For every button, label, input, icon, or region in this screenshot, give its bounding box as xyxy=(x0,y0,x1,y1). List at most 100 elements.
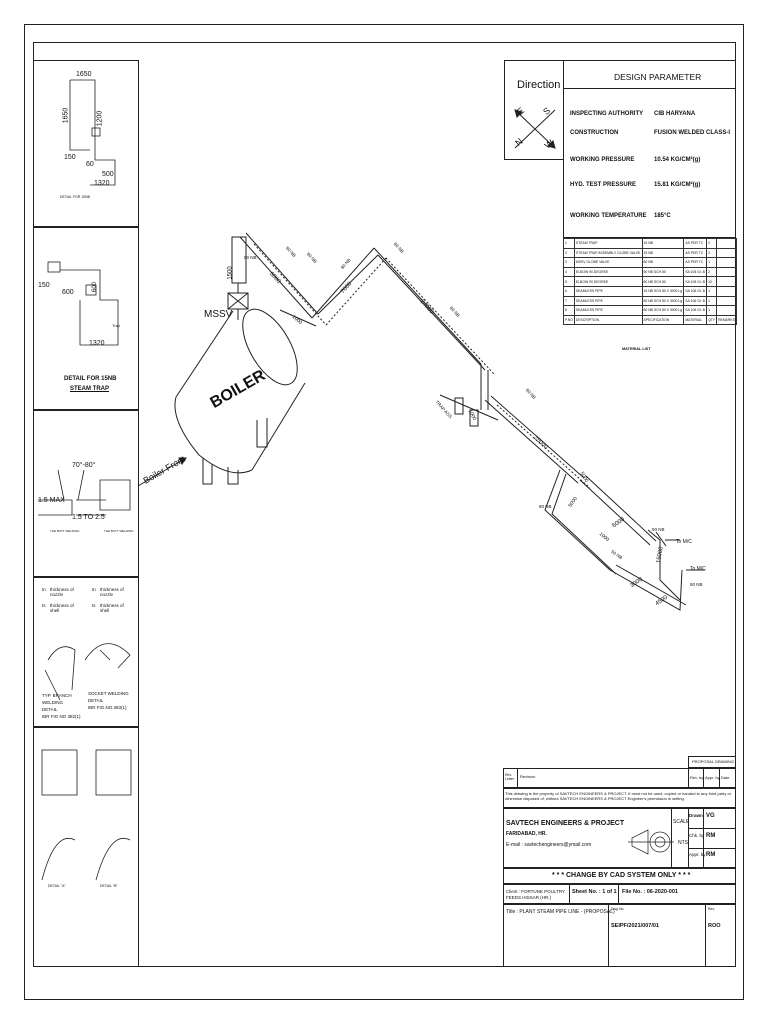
boiler-leg-2 xyxy=(227,467,239,485)
dp-label-5: WORKING TEMPERATURE xyxy=(570,213,647,219)
boiler-shell-lines xyxy=(175,310,306,471)
proposal-label: PROPOSAL DRAWING xyxy=(692,759,735,764)
cad-note-box xyxy=(503,868,736,884)
d2-trap: Trap xyxy=(112,323,121,328)
d3-gap: 1.5 TO 2.5 xyxy=(72,514,105,521)
d1-caption: DETAIL FOR 15NB xyxy=(60,195,90,199)
detail5-curves xyxy=(41,838,131,881)
d1-dim-3: 1200 xyxy=(96,110,104,127)
notice-text: This drawing is the property of SAVTECH … xyxy=(505,791,732,802)
dim-leader-2 xyxy=(325,257,387,326)
detail-box-4 xyxy=(33,577,139,727)
nb-8: 80 NB xyxy=(539,504,552,509)
material-list-title: MATERIAL LIST xyxy=(622,347,651,351)
detail4-left-sketch xyxy=(44,646,76,701)
detail3-sketch xyxy=(38,499,106,516)
rev-divider-1 xyxy=(517,768,518,788)
d4-tn-text2: thickness of nozzle xyxy=(100,587,124,597)
rev-by-label: Rev. by xyxy=(690,775,704,780)
to-mc-label-1: To M/C xyxy=(676,539,692,545)
sheet-text: Sheet No. : 1 of 1 xyxy=(572,889,617,895)
detail-box-2 xyxy=(33,227,139,410)
revision-label: Revision xyxy=(520,774,536,779)
company-divider-3 xyxy=(688,808,689,868)
dp-label-2: CONSTRUCTION xyxy=(570,130,619,136)
pipe-seg-8 xyxy=(647,529,681,601)
nb-10: 50 NB xyxy=(690,582,703,587)
d2-caption-1: DETAIL FOR 15NB xyxy=(64,376,117,382)
d3-note-left: THE BUTT WELDING xyxy=(50,529,80,533)
pipe-seg-6 xyxy=(544,469,617,575)
rev-divider-2 xyxy=(688,768,689,788)
chk-value: RM xyxy=(706,833,716,839)
pipe-seg-2 xyxy=(279,309,317,327)
dp-value-2: FUSION WELDED CLASS-I xyxy=(654,130,730,136)
appr-label: Appr. by xyxy=(689,852,706,857)
dp-value-5: 185°C xyxy=(654,213,671,219)
appr-by-header: Appr. by xyxy=(705,775,720,780)
rev-letter: Rev. Letter xyxy=(505,773,514,781)
drawn-label: Drawn xyxy=(689,813,703,818)
to-mc-label-2: To M/C xyxy=(690,566,706,572)
boiler-front-arrow xyxy=(137,457,187,487)
title-divider-1 xyxy=(608,904,609,967)
d4-ts-text1: thickness of shell xyxy=(50,603,74,613)
appr-value: RM xyxy=(706,852,716,858)
boiler-front-curve xyxy=(174,396,253,474)
company-name: SAVTECH ENGINEERS & PROJECT xyxy=(506,820,625,827)
pipe-seg-1 xyxy=(239,236,313,319)
d2-dim-1: 150 xyxy=(38,282,50,289)
file-text: File No. : 06-2020-001 xyxy=(622,889,678,895)
outer-border xyxy=(24,24,744,1000)
drawn-value: VG xyxy=(706,813,715,819)
rev-divider-3 xyxy=(703,768,704,788)
boiler-end-cap xyxy=(242,308,298,386)
rev-divider-4 xyxy=(719,768,720,788)
riser-pipe xyxy=(231,236,247,284)
client-divider-2 xyxy=(618,884,619,904)
compass-arrowhead-1 xyxy=(514,109,523,118)
detail4-right-sketch xyxy=(84,643,131,669)
detail2-sketch xyxy=(60,269,119,346)
client-text: Client : FORTUNE POULTRY FEEDS HISSAR (H… xyxy=(506,889,565,900)
dp-label-4: HYD. TEST PRESSURE xyxy=(570,182,637,188)
mssv-label: MSSV xyxy=(204,309,233,320)
d4-left-cap-4: IBR FIG NO 382(1) xyxy=(42,714,81,719)
title-text: Title : PLANT STEAM PIPE LINE - (PROPOSA… xyxy=(506,909,615,915)
d5-cap-right: DETAIL "B" xyxy=(100,884,118,888)
rev-label: Rev. xyxy=(708,907,715,911)
dp-label-1: INSPECTING AUTHORITY xyxy=(570,111,644,117)
d4-left-cap-2: WELDING xyxy=(42,700,64,705)
company-email: E-mail : savtechengineers@ymail.com xyxy=(506,842,592,848)
boiler-leg-1 xyxy=(202,458,213,485)
scale-label: SCALE xyxy=(673,819,690,825)
nb-9: 50 NB xyxy=(652,527,665,532)
company-divider-2 xyxy=(703,808,704,868)
pipe-seg-5 xyxy=(484,399,579,484)
dim-leader-3 xyxy=(385,257,495,375)
company-divider-1 xyxy=(671,808,672,868)
client-box xyxy=(503,884,736,904)
material-header-cell: QTY xyxy=(706,314,718,326)
proposal-box xyxy=(688,756,736,768)
dwg-no-value: SEIPF/2021/007/01 xyxy=(611,923,660,929)
d4-right-cap-1: SOCKET WELDING xyxy=(88,691,129,696)
company-h1 xyxy=(688,828,736,829)
d2-caption-2: STEAM TRAP xyxy=(70,386,109,392)
d3-angle: 70°-80° xyxy=(72,462,96,469)
pipe-seg-3 xyxy=(311,247,375,319)
trap-1 xyxy=(454,397,464,415)
dim-leader-4 xyxy=(496,404,591,489)
detail-box-3 xyxy=(33,410,139,577)
title-box xyxy=(503,904,736,967)
design-parameter-title: DESIGN PARAMETER xyxy=(614,72,702,82)
dim-1500: 1500 xyxy=(227,266,234,280)
detail1-sketch xyxy=(69,79,116,186)
d3-note-right: THE BUTT WELDING xyxy=(104,529,134,533)
d4-tn2: tn xyxy=(92,587,96,592)
nb-1: 80 NB xyxy=(244,255,257,260)
d2-dim-4: 600 xyxy=(92,281,99,293)
dp-value-4: 15.81 KG/CM²(g) xyxy=(654,182,701,188)
pipe-seg-7 xyxy=(579,475,657,546)
